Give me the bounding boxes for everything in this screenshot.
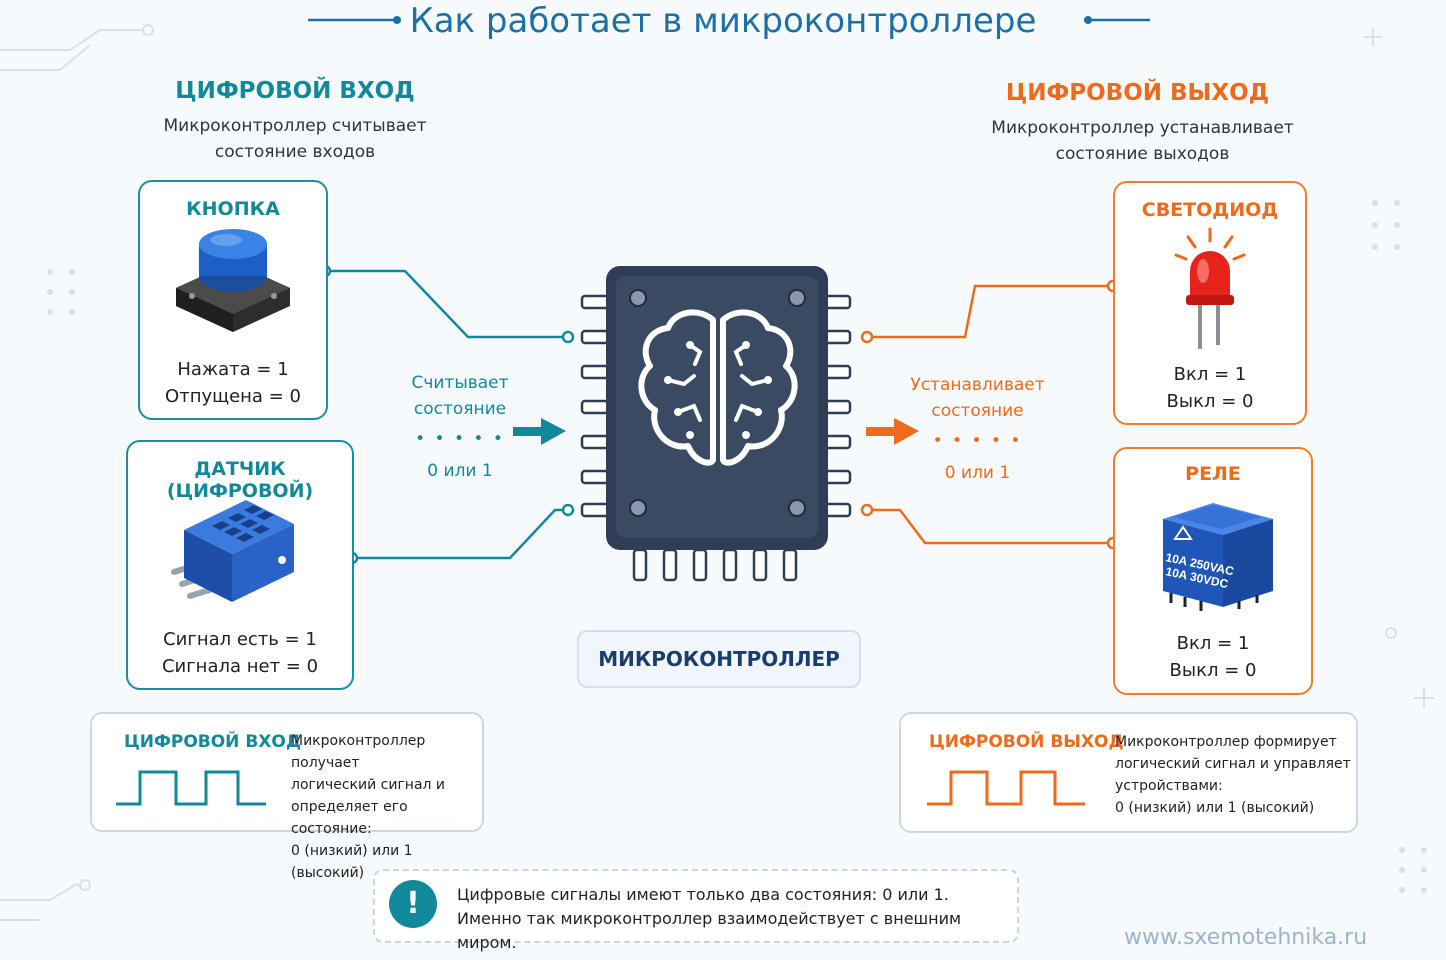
sensor-card-title: ДАТЧИК (ЦИФРОВОЙ) — [166, 458, 314, 502]
output-info-text: Микроконтроллер формирует логический сиг… — [1115, 731, 1351, 819]
output-flow-dots: • • • • • — [932, 431, 1023, 451]
input-info-text: Микроконтроллер получает логический сигн… — [291, 730, 482, 884]
sensor-signal-value: Сигнал есть = 1 — [163, 629, 317, 650]
output-description: Микроконтроллер устанавливает состояние … — [970, 115, 1315, 167]
output-info-line2: логический сигнал и управляет — [1115, 756, 1351, 772]
led-card: СВЕТОДИОД Вкл = 1 Выкл = 0 — [1113, 181, 1307, 425]
square-wave-icon — [116, 770, 266, 806]
input-flow-line2: состояние — [413, 399, 507, 419]
led-icon — [1174, 227, 1246, 349]
led-card-title: СВЕТОДИОД — [1141, 199, 1279, 221]
corner-circuit-decoration — [0, 24, 1434, 921]
relay-on-value: Вкл = 1 — [1176, 633, 1250, 654]
output-flow-value: 0 или 1 — [944, 463, 1011, 483]
led-on-value: Вкл = 1 — [1173, 364, 1247, 385]
output-info-box: ЦИФРОВОЙ ВЫХОД Микроконтроллер формирует… — [899, 712, 1358, 833]
sensor-card: ДАТЧИК (ЦИФРОВОЙ) Сигнал есть = 1 Сигнал… — [126, 440, 354, 690]
page-title: Как работает в микроконтроллере — [409, 1, 1037, 41]
input-info-line4: 0 (низкий) или 1 (высокий) — [291, 843, 413, 881]
input-heading: ЦИФРОВОЙ ВХОД — [175, 78, 415, 104]
note-line1: Цифровые сигналы имеют только два состоя… — [457, 885, 949, 904]
input-flow-line1: Считывает — [411, 373, 509, 393]
note-text: Цифровые сигналы имеют только два состоя… — [457, 883, 1017, 955]
relay-card: РЕЛЕ 10A 250VAC 10A 30VDC Вкл = 1 Выкл =… — [1113, 447, 1313, 695]
output-description-line2: состояние выходов — [1055, 144, 1230, 164]
output-heading: ЦИФРОВОЙ ВЫХОД — [1005, 80, 1270, 106]
push-button-icon — [176, 229, 290, 332]
input-info-box: ЦИФРОВОЙ ВХОД Микроконтроллер получает л… — [90, 712, 484, 881]
input-arrow-icon — [513, 418, 566, 445]
button-released-value: Отпущена = 0 — [165, 386, 301, 407]
input-flow-dots: • • • • • — [415, 429, 505, 449]
input-info-title: ЦИФРОВОЙ ВХОД — [124, 732, 301, 752]
input-description: Микроконтроллер считывает состояние вход… — [140, 113, 450, 165]
input-flow-value: 0 или 1 — [427, 461, 493, 481]
output-info-title: ЦИФРОВОЙ ВЫХОД — [929, 732, 1124, 752]
relay-icon: 10A 250VAC 10A 30VDC — [1163, 503, 1273, 611]
title-decoration-left — [308, 16, 401, 24]
input-description-line2: состояние входов — [214, 142, 376, 162]
note-line2: Именно так микроконтроллер взаимодейству… — [457, 909, 962, 952]
button-card-title: КНОПКА — [186, 198, 280, 220]
microcontroller-chip-icon — [580, 266, 852, 582]
output-flow-label: Устанавливает состояние • • • • • 0 или … — [895, 372, 1060, 486]
output-info-line1: Микроконтроллер формирует — [1115, 734, 1337, 750]
relay-off-value: Выкл = 0 — [1169, 660, 1257, 681]
output-description-line1: Микроконтроллер устанавливает — [991, 118, 1294, 138]
sensor-nosignal-value: Сигнала нет = 0 — [161, 656, 319, 677]
site-watermark: www.sxemotehnika.ru — [1124, 925, 1368, 950]
relay-card-title: РЕЛЕ — [1185, 463, 1241, 485]
digital-sensor-icon — [171, 500, 294, 602]
output-info-line4: 0 (низкий) или 1 (высокий) — [1115, 800, 1315, 816]
input-info-line3: определяет его состояние: — [291, 799, 408, 837]
dot-grid-decoration — [47, 200, 1427, 893]
note-box: ! Цифровые сигналы имеют только два сост… — [373, 869, 1019, 952]
output-wires — [872, 284, 1108, 545]
square-wave-icon — [927, 770, 1085, 806]
input-wires — [330, 269, 563, 560]
input-info-line2: логический сигнал и — [291, 777, 446, 793]
microcontroller-label: МИКРОКОНТРОЛЛЕР — [577, 630, 861, 688]
button-card: КНОПКА Нажата = 1 Отпущена = 0 — [138, 180, 328, 420]
led-off-value: Выкл = 0 — [1166, 391, 1254, 412]
button-pressed-value: Нажата = 1 — [177, 359, 289, 380]
title-decoration-right — [1084, 16, 1150, 24]
info-icon: ! — [389, 880, 437, 928]
output-flow-line2: состояние — [931, 401, 1024, 421]
output-flow-line1: Устанавливает — [910, 375, 1045, 395]
output-arrow-icon — [866, 418, 919, 445]
input-description-line1: Микроконтроллер считывает — [163, 116, 427, 136]
input-info-line1: Микроконтроллер получает — [291, 733, 426, 771]
input-flow-label: Считывает состояние • • • • • 0 или 1 — [385, 370, 535, 484]
output-info-line3: устройствами: — [1115, 778, 1223, 794]
